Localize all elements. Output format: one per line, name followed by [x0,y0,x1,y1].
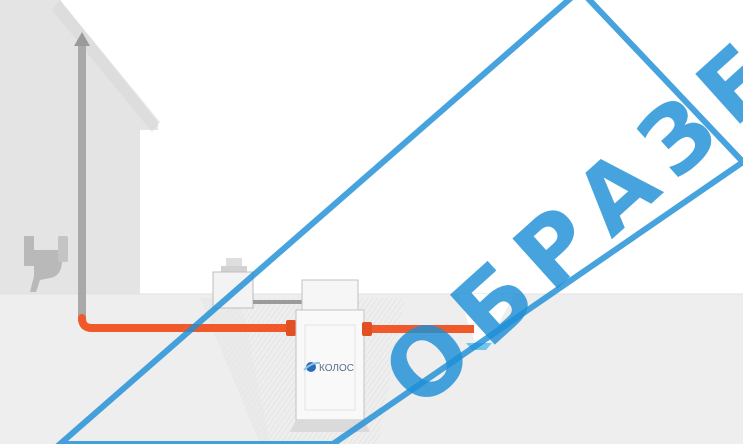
inlet-pipe [78,314,296,336]
outlet-pipe [362,322,474,336]
vent-stack [74,32,90,322]
brand-name: КОЛОС [319,363,354,374]
septic-tank [290,279,370,432]
toilet-icon [24,236,68,292]
globe-swoosh-icon [303,361,321,372]
vent-arrow-icon [74,32,90,46]
brand-logo: КОЛОС [303,361,354,374]
